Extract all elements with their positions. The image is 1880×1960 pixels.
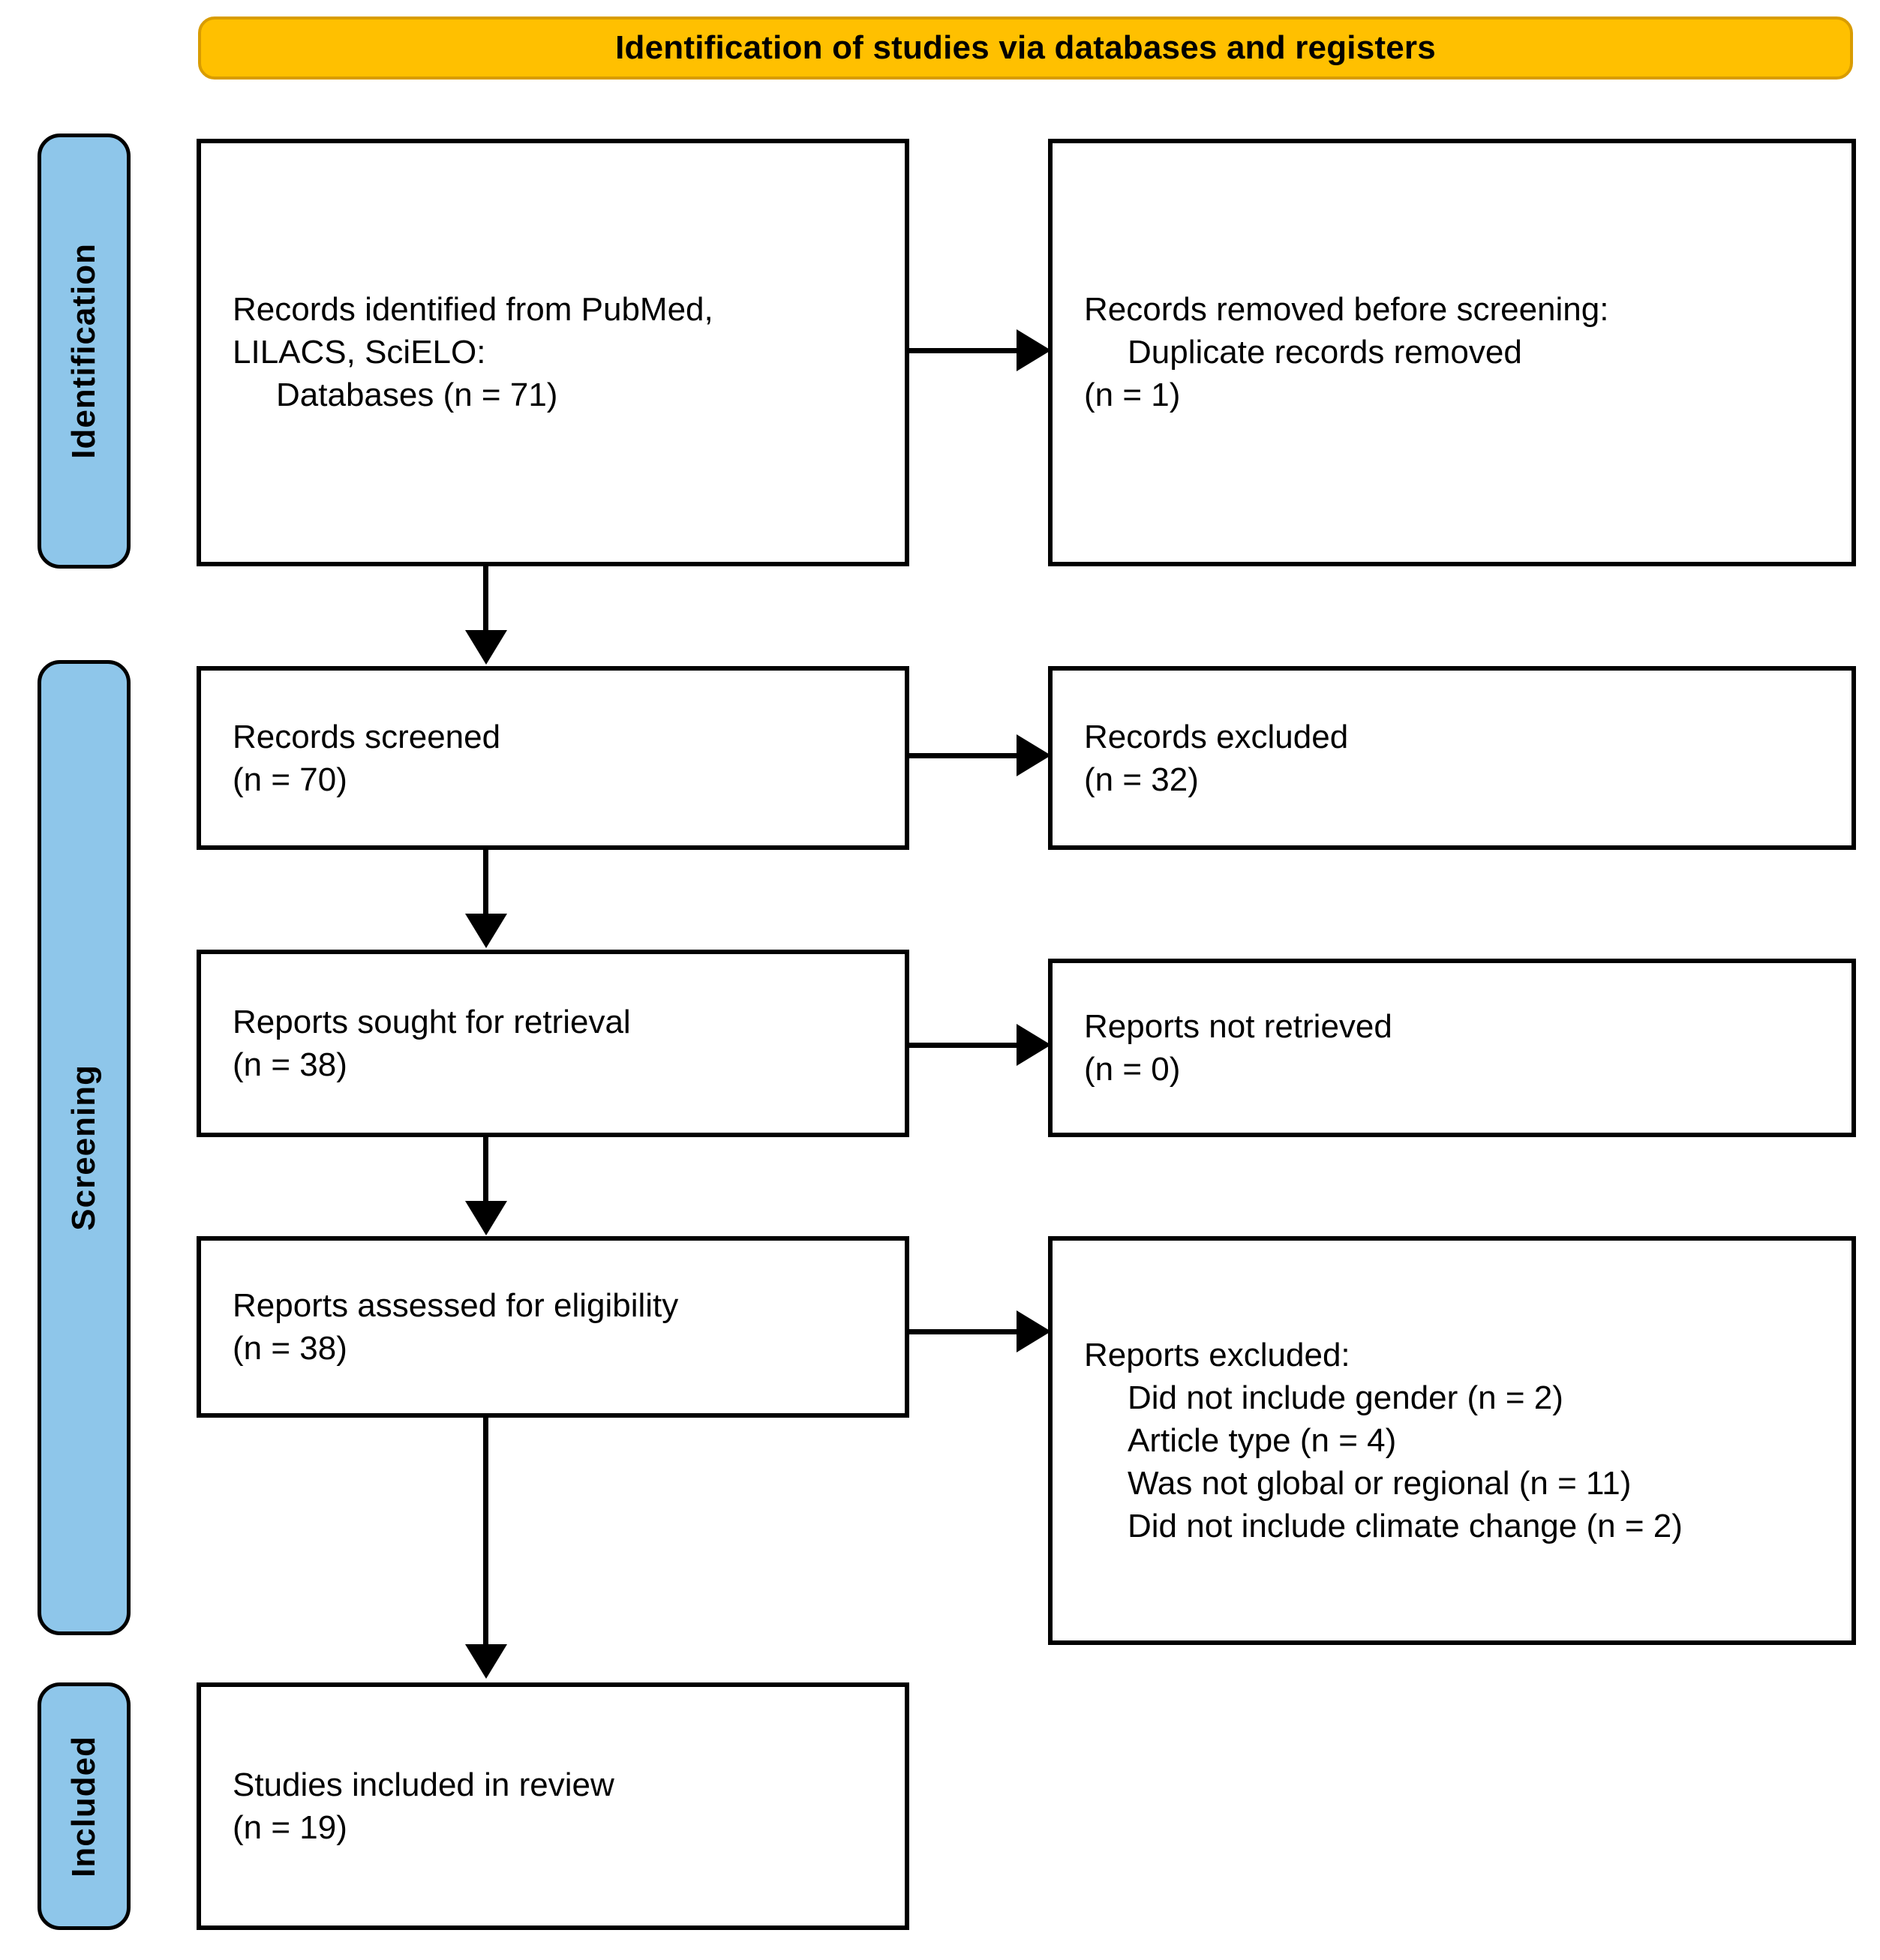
box-reports-excluded-reason-1: Did not include gender (n = 2)	[1128, 1379, 1563, 1416]
box-records-excluded-line-1: Records excluded	[1084, 718, 1349, 755]
box-records-removed-line-3: (n = 1)	[1084, 377, 1181, 414]
arrowhead-identified-to-screened	[465, 630, 507, 665]
stage-label-screening: Screening	[65, 1064, 102, 1231]
arrowhead-assessed-to-included	[465, 1644, 507, 1679]
box-records-excluded: Records excluded (n = 32)	[1048, 666, 1856, 850]
box-reports-excluded-line-1: Reports excluded:	[1084, 1336, 1350, 1373]
connector-sought-to-not-retrieved	[909, 1043, 1020, 1048]
box-records-screened-line-2: (n = 70)	[233, 761, 347, 798]
box-records-identified-line-3: Databases (n = 71)	[276, 377, 558, 414]
stage-bar-screening: Screening	[38, 660, 131, 1635]
diagram-header-title: Identification of studies via databases …	[615, 29, 1436, 66]
arrowhead-screened-to-excluded	[1017, 734, 1051, 776]
box-reports-sought: Reports sought for retrieval (n = 38)	[197, 950, 909, 1137]
connector-screened-to-excluded	[909, 753, 1020, 758]
connector-identified-to-screened	[483, 566, 488, 635]
box-studies-included: Studies included in review (n = 19)	[197, 1682, 909, 1930]
arrowhead-sought-to-assessed	[465, 1201, 507, 1235]
box-records-removed-line-2: Duplicate records removed	[1128, 334, 1522, 371]
box-reports-not-retrieved-line-2: (n = 0)	[1084, 1051, 1181, 1088]
box-records-screened-line-1: Records screened	[233, 718, 501, 755]
connector-sought-to-assessed	[483, 1137, 488, 1206]
box-reports-sought-line-2: (n = 38)	[233, 1046, 347, 1083]
connector-assessed-to-excluded	[909, 1329, 1020, 1334]
arrowhead-identified-to-removed	[1017, 329, 1051, 371]
box-studies-included-line-2: (n = 19)	[233, 1809, 347, 1846]
box-records-identified: Records identified from PubMed, LILACS, …	[197, 139, 909, 566]
box-reports-excluded-reason-4: Did not include climate change (n = 2)	[1128, 1508, 1683, 1545]
box-records-identified-line-1: Records identified from PubMed,	[233, 291, 713, 329]
box-records-removed-before-screening: Records removed before screening: Duplic…	[1048, 139, 1856, 566]
diagram-header-banner: Identification of studies via databases …	[198, 17, 1853, 80]
stage-label-identification: Identification	[65, 243, 102, 459]
box-records-screened: Records screened (n = 70)	[197, 666, 909, 850]
connector-screened-to-sought	[483, 850, 488, 919]
box-reports-sought-line-1: Reports sought for retrieval	[233, 1003, 631, 1040]
box-studies-included-line-1: Studies included in review	[233, 1766, 614, 1803]
box-reports-assessed-line-1: Reports assessed for eligibility	[233, 1286, 679, 1324]
arrowhead-sought-to-not-retrieved	[1017, 1024, 1051, 1066]
box-records-identified-line-2: LILACS, SciELO:	[233, 334, 486, 371]
box-reports-excluded-reason-2: Article type (n = 4)	[1128, 1421, 1397, 1459]
connector-identified-to-removed	[909, 348, 1020, 353]
box-records-excluded-line-2: (n = 32)	[1084, 761, 1199, 798]
arrowhead-assessed-to-excluded	[1017, 1310, 1051, 1352]
box-reports-assessed: Reports assessed for eligibility (n = 38…	[197, 1236, 909, 1418]
box-records-removed-line-1: Records removed before screening:	[1084, 291, 1609, 329]
box-reports-not-retrieved-line-1: Reports not retrieved	[1084, 1007, 1392, 1045]
stage-label-included: Included	[65, 1735, 102, 1877]
box-reports-not-retrieved: Reports not retrieved (n = 0)	[1048, 959, 1856, 1137]
arrowhead-screened-to-sought	[465, 914, 507, 948]
box-reports-excluded-reason-3: Was not global or regional (n = 11)	[1128, 1465, 1632, 1502]
stage-bar-identification: Identification	[38, 134, 131, 569]
stage-bar-included: Included	[38, 1682, 131, 1930]
box-reports-assessed-line-2: (n = 38)	[233, 1330, 347, 1367]
connector-assessed-to-included	[483, 1418, 488, 1649]
box-reports-excluded: Reports excluded: Did not include gender…	[1048, 1236, 1856, 1645]
